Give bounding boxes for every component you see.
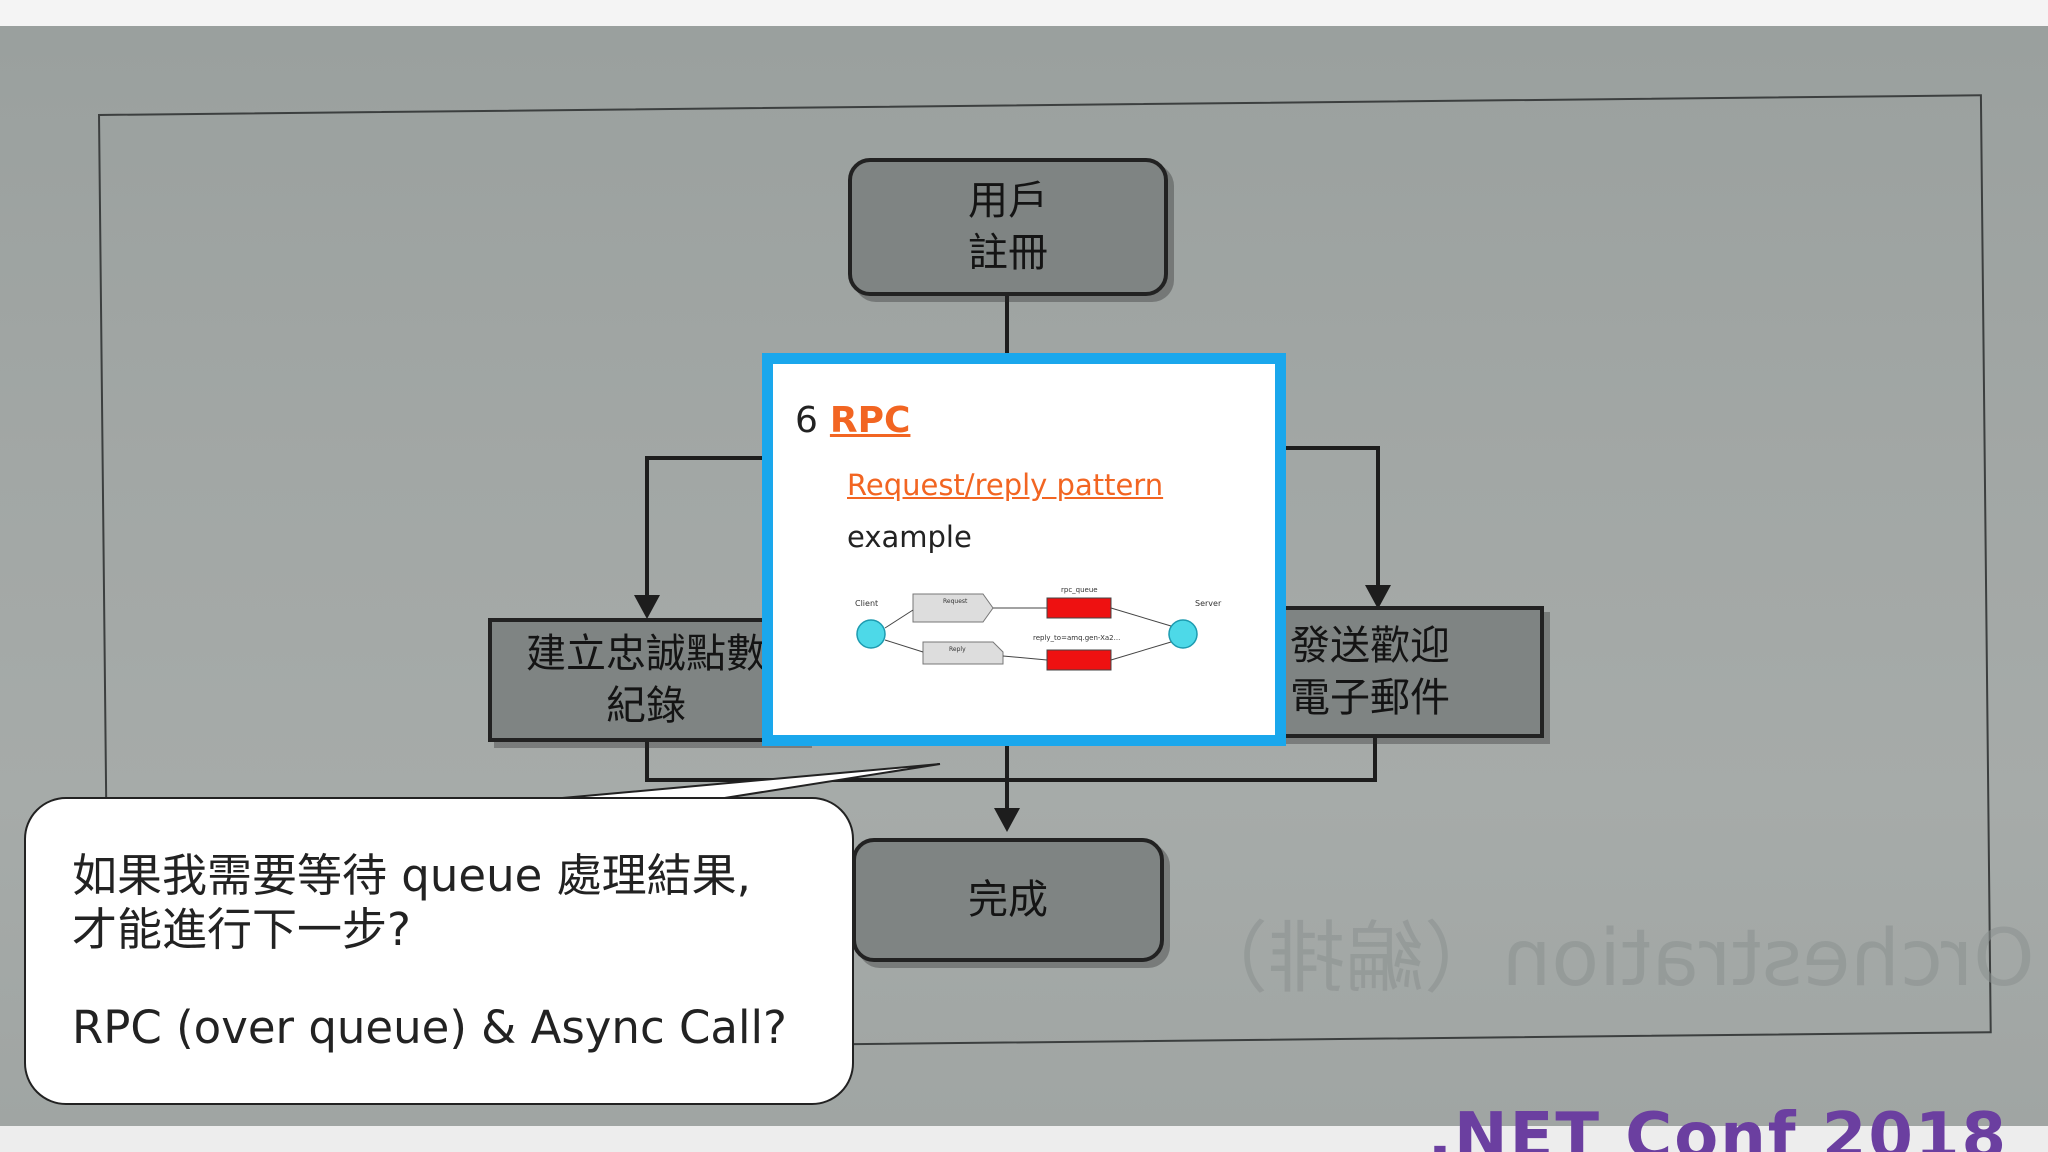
bottom-band <box>0 1126 2048 1152</box>
node-user-register: 用戶 註冊 <box>848 158 1168 296</box>
callout-line-1: 如果我需要等待 queue 處理結果, <box>72 849 751 902</box>
connector-end-down <box>1005 740 1009 810</box>
connector-left-down <box>645 456 649 596</box>
request-reply-link[interactable]: Request/reply pattern <box>847 468 1164 502</box>
callout-line-2: 才能進行下一步? <box>72 903 411 956</box>
arrow-right-node <box>1365 585 1391 609</box>
node-done: 完成 <box>852 838 1164 962</box>
popup-example-label: example <box>847 520 972 554</box>
node-welcome-line1: 發送歡迎 <box>1290 623 1450 669</box>
ghost-text: Orchestration（編排） <box>1190 914 2035 1004</box>
connector-merge-horizontal <box>645 778 1377 782</box>
reply-queue <box>1046 649 1112 671</box>
connector-right-horizontal <box>1284 446 1380 450</box>
dotnetconf-logo: .NET Conf 2018 <box>1427 1100 2008 1152</box>
reply-message <box>922 641 1004 665</box>
mini-reply-label: Reply <box>949 646 966 653</box>
question-callout: 如果我需要等待 queue 處理結果, 才能進行下一步? RPC (over q… <box>24 797 854 1105</box>
node-user-register-line2: 註冊 <box>968 230 1048 276</box>
node-loyalty-line2: 紀錄 <box>606 683 686 729</box>
rpc-mini-diagram: Client Server rpc_queue reply_to=amq.gen… <box>855 586 1222 671</box>
rpc-popup: 6 RPC Request/reply pattern example Clien… <box>762 353 1286 746</box>
top-band <box>0 0 2048 26</box>
mini-server-label: Server <box>1195 599 1222 608</box>
rpc-queue <box>1046 597 1112 619</box>
connector-left-merge <box>645 735 649 781</box>
mini-reply-queue-label: reply_to=amq.gen-Xa2... <box>1033 634 1120 642</box>
mini-request-label: Request <box>943 598 968 605</box>
node-welcome-line2: 電子郵件 <box>1290 675 1450 721</box>
popup-number: 6 <box>795 400 818 441</box>
connector-right-down <box>1376 446 1380 586</box>
node-loyalty-line1: 建立忠誠點數 <box>526 631 766 677</box>
mini-queue-label: rpc_queue <box>1061 586 1098 594</box>
client-node <box>856 619 886 649</box>
popup-title: 6 RPC <box>795 400 910 441</box>
rpc-title-link[interactable]: RPC <box>829 400 911 441</box>
callout-line-3: RPC (over queue) & Async Call? <box>72 1001 787 1054</box>
connector-start-down <box>1005 296 1009 356</box>
mini-client-label: Client <box>855 599 878 608</box>
node-user-register-line1: 用戶 <box>968 178 1048 224</box>
node-done-label: 完成 <box>968 877 1048 923</box>
request-message <box>912 593 994 623</box>
server-node <box>1168 619 1198 649</box>
connector-right-merge <box>1373 735 1377 781</box>
connector-left-horizontal <box>645 456 765 460</box>
node-loyalty-points: 建立忠誠點數 紀錄 <box>488 618 806 742</box>
arrow-left-node <box>634 595 660 619</box>
arrow-end-node <box>994 808 1020 832</box>
